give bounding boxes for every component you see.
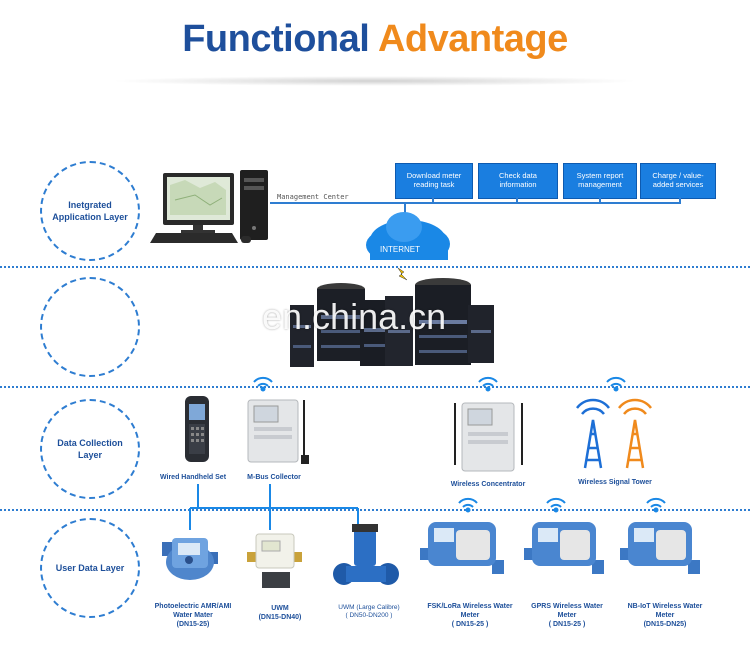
- network-lines: [270, 197, 681, 222]
- service-label: Check data information: [499, 171, 537, 189]
- service-label: Download meter reading task: [406, 171, 462, 189]
- service-box-charge: Charge / value-added services: [640, 163, 716, 199]
- caption-text: Wireless Signal Tower: [578, 479, 652, 486]
- gprs-meter-icon: [524, 522, 604, 574]
- layer-divider: [0, 266, 750, 268]
- meter-spec: (DN15-DN25): [643, 621, 687, 629]
- page-title: Functional Advantage: [0, 18, 750, 61]
- management-center-label: Management Center: [277, 193, 349, 201]
- title-word-functional: Functional: [182, 18, 370, 60]
- nb-iot-meter-icon: [620, 522, 700, 574]
- caption-tower: Wireless Signal Tower: [570, 478, 660, 487]
- meter-spec: ( DN15-25 ): [548, 621, 586, 629]
- layer-circle-application: Inetgrated Application Layer: [40, 161, 140, 261]
- meter-name: UWM: [271, 605, 289, 612]
- cloud-icon: [366, 212, 450, 260]
- wifi-icon: [253, 376, 273, 392]
- caption-meter-uwm: UWM (DN15-DN40): [242, 604, 318, 622]
- caption-meter-gprs: GPRS Wireless Water Meter ( DN15-25 ): [526, 602, 608, 629]
- computer-icon: [150, 170, 268, 243]
- service-label: Charge / value-added services: [652, 171, 704, 189]
- wifi-icon: [646, 497, 666, 513]
- layer-label-application: Inetgrated Application Layer: [52, 199, 128, 222]
- caption-mbus: M-Bus Collector: [232, 473, 316, 482]
- caption-meter-photoelectric: Photoelectric AMR/AMI Water Mater (DN15-…: [150, 602, 236, 629]
- meter-name: UWM (Large Calibre): [338, 604, 400, 611]
- meter-spec: ( DN15-25 ): [451, 621, 489, 629]
- title-word-advantage: Advantage: [377, 18, 568, 60]
- handheld-terminal-icon: [185, 396, 209, 462]
- layer-label-user-data: User Data Layer: [55, 562, 125, 573]
- wifi-icon: [478, 376, 498, 392]
- caption-concentrator: Wireless Concentrator: [440, 480, 536, 489]
- layer-label-data-collection: Data Collection Layer: [57, 437, 123, 460]
- meter-name: FSK/LoRa Wireless Water Meter: [427, 603, 513, 620]
- title-shadow: [110, 76, 640, 86]
- meter-spec: (DN15-25): [176, 621, 210, 629]
- caption-meter-large: UWM (Large Calibre) ( DN50-DN200 ): [326, 604, 412, 621]
- signal-tower-orange-icon: [618, 398, 652, 469]
- service-box-report: System report management: [563, 163, 637, 199]
- wireless-concentrator-icon: [454, 402, 523, 472]
- layer-divider: [0, 509, 750, 511]
- meter-name: GPRS Wireless Water Meter: [531, 603, 603, 620]
- fsk-lora-meter-icon: [420, 522, 504, 574]
- caption-meter-fsk-lora: FSK/LoRa Wireless Water Meter ( DN15-25 …: [420, 602, 520, 629]
- lightning-icon: [397, 267, 408, 281]
- meter-name: NB-IoT Wireless Water Meter: [627, 603, 703, 620]
- photoelectric-meter-icon: [162, 538, 218, 580]
- internet-label: INTERNET: [380, 245, 420, 254]
- ultrasonic-meter-icon: [247, 533, 302, 588]
- layer-circle-user-data: User Data Layer: [40, 518, 140, 618]
- caption-handheld: Wired Handheld Set: [148, 473, 238, 482]
- wired-bus-lines: [189, 484, 359, 530]
- wifi-icon: [546, 497, 566, 513]
- meter-name: Photoelectric AMR/AMI Water Mater: [154, 603, 232, 620]
- wifi-icon: [458, 497, 478, 513]
- caption-text: Wired Handheld Set: [159, 474, 227, 481]
- layer-circle-server: [40, 277, 140, 377]
- server-cluster: [290, 278, 494, 367]
- caption-text: Wireless Concentrator: [450, 481, 526, 488]
- layer-circle-data-collection: Data Collection Layer: [40, 399, 140, 499]
- caption-meter-nb-iot: NB-IoT Wireless Water Meter (DN15-DN25): [622, 602, 708, 629]
- service-label: System report management: [576, 171, 624, 189]
- mbus-collector-icon: [247, 399, 309, 464]
- large-calibre-meter-icon: [333, 524, 399, 585]
- signal-tower-blue-icon: [576, 398, 610, 469]
- meter-spec: (DN15-DN40): [258, 614, 302, 622]
- meter-spec: ( DN50-DN200 ): [345, 612, 393, 620]
- wifi-icon: [606, 376, 626, 392]
- watermark-text: en.china.cn: [262, 296, 447, 337]
- caption-text: M-Bus Collector: [247, 474, 301, 481]
- layer-divider: [0, 386, 750, 388]
